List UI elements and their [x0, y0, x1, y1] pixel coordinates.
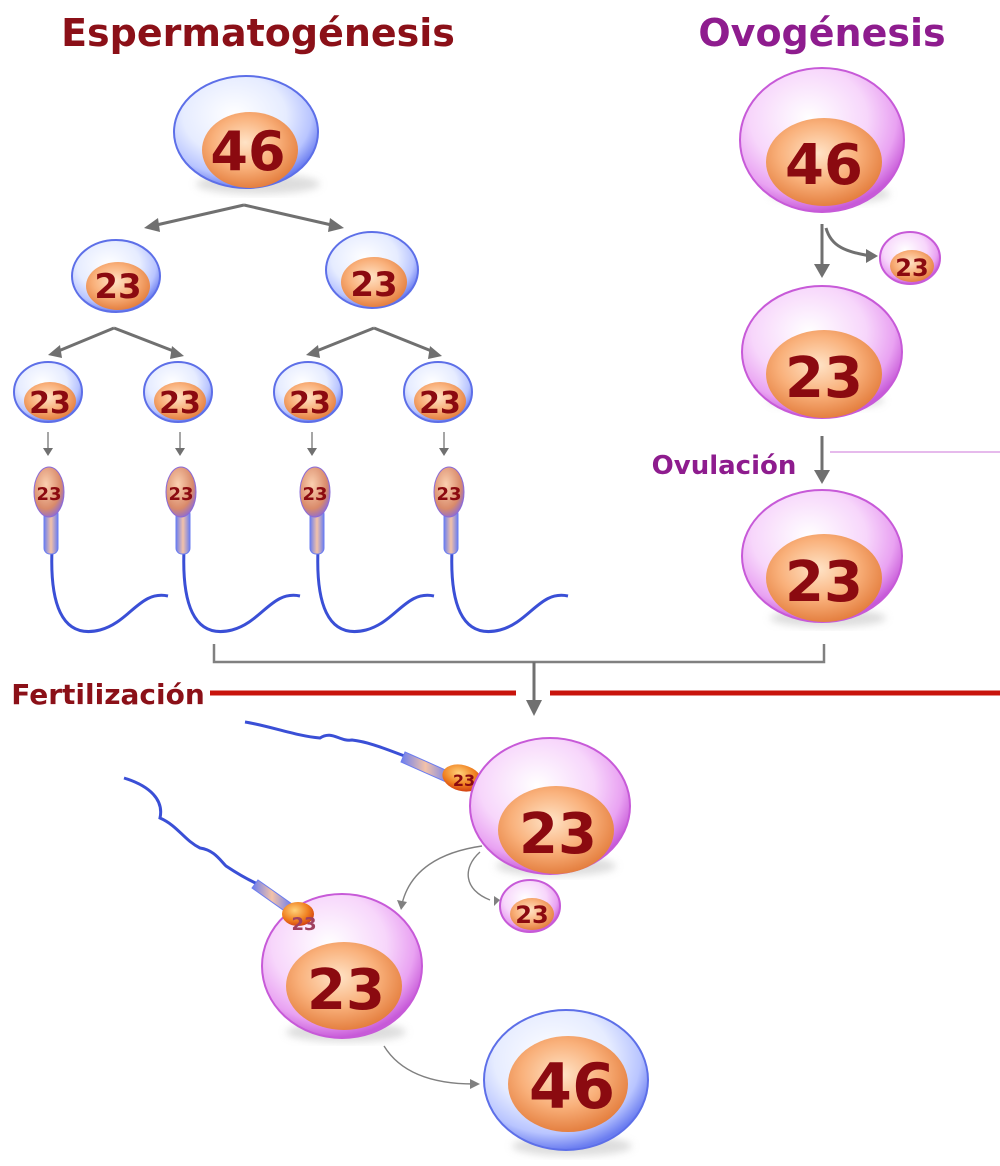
sperm-cell-division1-right: 23 — [325, 231, 419, 309]
secondary-oocyte: 23 — [741, 285, 903, 419]
count-label: 23 — [159, 386, 201, 421]
count-label: 23 — [307, 958, 385, 1023]
sperm-cell-division2-a: 23 — [13, 361, 83, 423]
count-label: 23 — [94, 267, 141, 307]
fertilization-label: Fertilización — [11, 678, 205, 711]
sperm-cell-division1-left: 23 — [71, 239, 161, 313]
fertilizing-sperm: 23 — [244, 720, 482, 792]
count-label: 23 — [291, 914, 316, 935]
ovulation-label: Ovulación — [652, 451, 797, 481]
count-label: 23 — [785, 550, 863, 615]
count-label: 23 — [29, 386, 71, 421]
division-arrows-1 — [151, 203, 337, 228]
sperm-cell-division2-c: 23 — [273, 361, 343, 423]
count-label: 23 — [36, 484, 61, 505]
count-label: 23 — [519, 802, 597, 867]
count-label: 46 — [785, 133, 863, 198]
count-label: 23 — [785, 346, 863, 411]
count-label: 23 — [895, 254, 928, 282]
polar-body-2: 23 — [499, 879, 561, 933]
maturation-arrows — [43, 432, 449, 456]
polar-body-arrow-1 — [824, 227, 871, 258]
count-label: 23 — [350, 265, 397, 305]
sperm-parent-cell: 46 — [173, 75, 320, 194]
count-label: 23 — [515, 901, 548, 929]
division-arrows-2-left — [55, 326, 177, 354]
sperm-nucleus-inside — [282, 902, 314, 926]
count-label: 23 — [289, 386, 331, 421]
arrow-to-zygote — [383, 1045, 475, 1085]
gamete-collector-line — [212, 644, 826, 664]
spermatogenesis-title: Espermatogénesis — [61, 11, 455, 55]
sperm-cell-division2-b: 23 — [143, 361, 213, 423]
count-label: 46 — [529, 1050, 615, 1123]
division-arrows-2-right — [313, 326, 435, 354]
sperm-entering-egg — [123, 776, 293, 913]
zygote: 46 — [483, 1009, 649, 1156]
egg-at-fertilization: 23 — [469, 737, 631, 876]
ovulated-egg: 23 — [741, 489, 903, 627]
spermatozoon-d: 23 — [433, 466, 569, 633]
oocyte-parent-cell: 46 — [739, 67, 905, 213]
count-label: 23 — [453, 771, 475, 790]
arrow-to-polar-body-2 — [467, 851, 491, 901]
egg-after-fusion: 23 23 — [261, 893, 423, 1042]
count-label: 46 — [210, 120, 285, 183]
spermatozoon-b: 23 — [165, 466, 301, 633]
spermatozoon-a: 23 — [33, 466, 169, 633]
count-label: 23 — [419, 386, 461, 421]
count-label: 23 — [436, 484, 461, 505]
sperm-cell-division2-d: 23 — [403, 361, 473, 423]
count-label: 23 — [302, 484, 327, 505]
count-label: 23 — [168, 484, 193, 505]
polar-body-1: 23 — [879, 231, 941, 285]
spermatozoon-c: 23 — [299, 466, 435, 633]
oogenesis-title: Ovogénesis — [698, 11, 945, 55]
arrow-to-fused-egg — [401, 845, 483, 905]
